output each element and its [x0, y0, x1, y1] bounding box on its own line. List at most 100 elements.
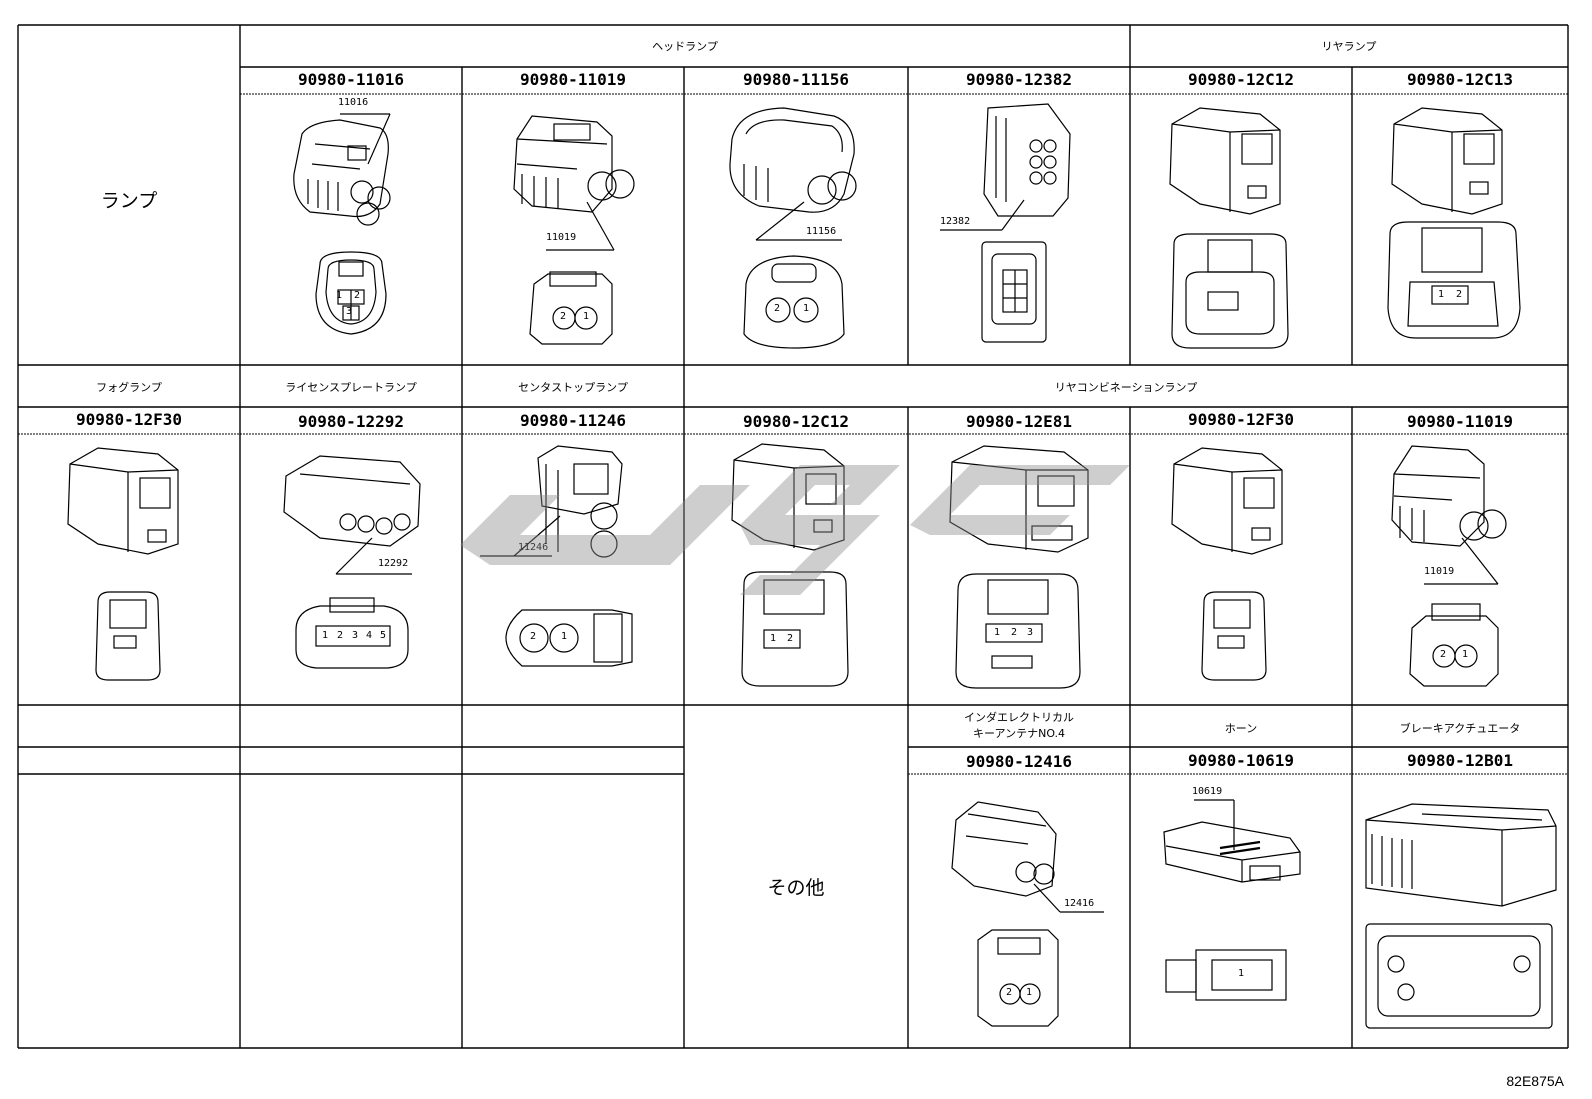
part-number: 90980-11019 [520, 70, 626, 89]
connector-drawing-12c13: 1 2 [1352, 94, 1568, 365]
callout-leader [335, 537, 373, 575]
callout-leader [1001, 199, 1025, 231]
connector-drawing-12f30-fog [18, 434, 240, 705]
callout-label: 11156 [806, 226, 837, 237]
category-headlamp: ヘッドランプ [652, 40, 718, 53]
connector-front-view [95, 591, 161, 681]
part-number: 90980-12B01 [1407, 751, 1513, 770]
pin-number: 1 [994, 627, 1001, 638]
part-number: 90980-12F30 [76, 410, 182, 429]
pin-number: 2 [337, 630, 344, 641]
connector-front-view [1171, 233, 1289, 349]
pin-number: 2 [1011, 627, 1018, 638]
connector-drawing-11019-rear: 11019 2 1 [1352, 434, 1568, 705]
figure-code: 82E875A [1506, 1073, 1564, 1089]
callout-label: 11019 [546, 232, 577, 243]
connector-front-view [1201, 591, 1267, 681]
callout-label: 11016 [338, 97, 369, 108]
pin-number: 2 [530, 631, 537, 642]
connector-drawing-12416: 12416 2 1 [908, 774, 1130, 1048]
category-center-stop-lamp: センタストップランプ [518, 381, 628, 394]
connector-front-view [977, 929, 1059, 1027]
pin-number: 3 [352, 630, 359, 641]
connector-body [283, 455, 421, 547]
pin-number: 2 [787, 633, 794, 644]
connector-drawing-12f30 [1130, 434, 1352, 705]
callout-leader [586, 201, 615, 251]
part-number: 90980-12382 [966, 70, 1072, 89]
connector-front-view [529, 271, 613, 345]
part-number: 90980-12C12 [1188, 70, 1294, 89]
connector-body [951, 801, 1057, 897]
connector-body [293, 119, 391, 226]
connector-drawing-11016: 11016 1 2 3 [240, 94, 462, 365]
connector-body [1171, 447, 1283, 555]
category-rear-combination-lamp: リヤコンビネーションランプ [1054, 381, 1198, 394]
connector-drawing-10619: 10619 1 [1130, 774, 1352, 1048]
part-number: 90980-12416 [966, 752, 1072, 771]
callout-label: 10619 [1192, 786, 1223, 797]
category-indoor-antenna: インダエレクトリカル キーアンテナNO.4 [908, 710, 1130, 742]
part-number: 90980-12C12 [743, 412, 849, 431]
category-horn: ホーン [1224, 722, 1258, 735]
callout-leader [1461, 537, 1499, 585]
category-rear-lamp: リヤランプ [1321, 40, 1377, 53]
connector-body [729, 107, 857, 213]
pin-number: 1 [1438, 289, 1445, 300]
connector-front-view [505, 609, 633, 667]
connector-body [731, 443, 845, 551]
connector-front-view [1365, 923, 1553, 1029]
part-number: 90980-10619 [1188, 751, 1294, 770]
part-number: 90980-12C13 [1407, 70, 1513, 89]
pin-number: 1 [770, 633, 777, 644]
connector-drawing-12b01 [1352, 774, 1568, 1048]
pin-number: 2 [1456, 289, 1463, 300]
pin-number: 1 [583, 311, 590, 322]
callout-leader [1033, 883, 1061, 913]
part-number: 90980-11016 [298, 70, 404, 89]
connector-body [983, 103, 1071, 217]
part-number: 90980-12E81 [966, 412, 1072, 431]
connector-body [1169, 107, 1281, 215]
pin-number: 1 [1238, 968, 1245, 979]
category-brake-actuator: ブレーキアクチュエータ [1399, 722, 1521, 735]
connector-drawing-11019: 11019 2 1 [462, 94, 684, 365]
part-number: 90980-12292 [298, 412, 404, 431]
connector-front-view [295, 597, 409, 669]
connector-body [537, 445, 623, 558]
pin-number: 2 [774, 303, 781, 314]
connector-drawing-12c12: 1 2 [684, 434, 908, 705]
row-label-other: その他 [767, 877, 825, 899]
pin-number: 1 [322, 630, 329, 641]
connector-body [1391, 445, 1507, 547]
callout-label: 11246 [518, 542, 549, 553]
row-label-lamp: ランプ [100, 190, 158, 212]
pin-number: 3 [346, 306, 353, 317]
callout-label: 12416 [1064, 898, 1095, 909]
pin-number: 1 [336, 290, 343, 301]
pin-number: 1 [803, 303, 810, 314]
category-license-plate-lamp: ライセンスプレートランプ [285, 381, 417, 394]
connector-drawing-12e81: 1 2 3 [908, 434, 1130, 705]
pin-number: 2 [560, 311, 567, 322]
pin-number: 4 [366, 630, 373, 641]
pin-number: 5 [380, 630, 387, 641]
connector-drawing-12292: 12292 1 2 3 4 5 [240, 434, 462, 705]
pin-number: 2 [354, 290, 361, 301]
pin-number: 3 [1027, 627, 1034, 638]
callout-leader [755, 201, 805, 241]
connector-body [1163, 821, 1301, 883]
connector-drawing-12c12-rear [1130, 94, 1352, 365]
connector-front-view [1165, 949, 1287, 1001]
connector-body [1391, 107, 1503, 215]
callout-label: 11019 [1424, 566, 1455, 577]
connector-body [949, 445, 1089, 553]
connector-drawing-11246: 11246 2 1 [462, 434, 684, 705]
connector-front-view [315, 251, 387, 335]
pin-number: 1 [1462, 649, 1469, 660]
part-number: 90980-12F30 [1188, 410, 1294, 429]
connector-front-view [741, 571, 849, 687]
part-number: 90980-11156 [743, 70, 849, 89]
connector-body [513, 115, 635, 213]
